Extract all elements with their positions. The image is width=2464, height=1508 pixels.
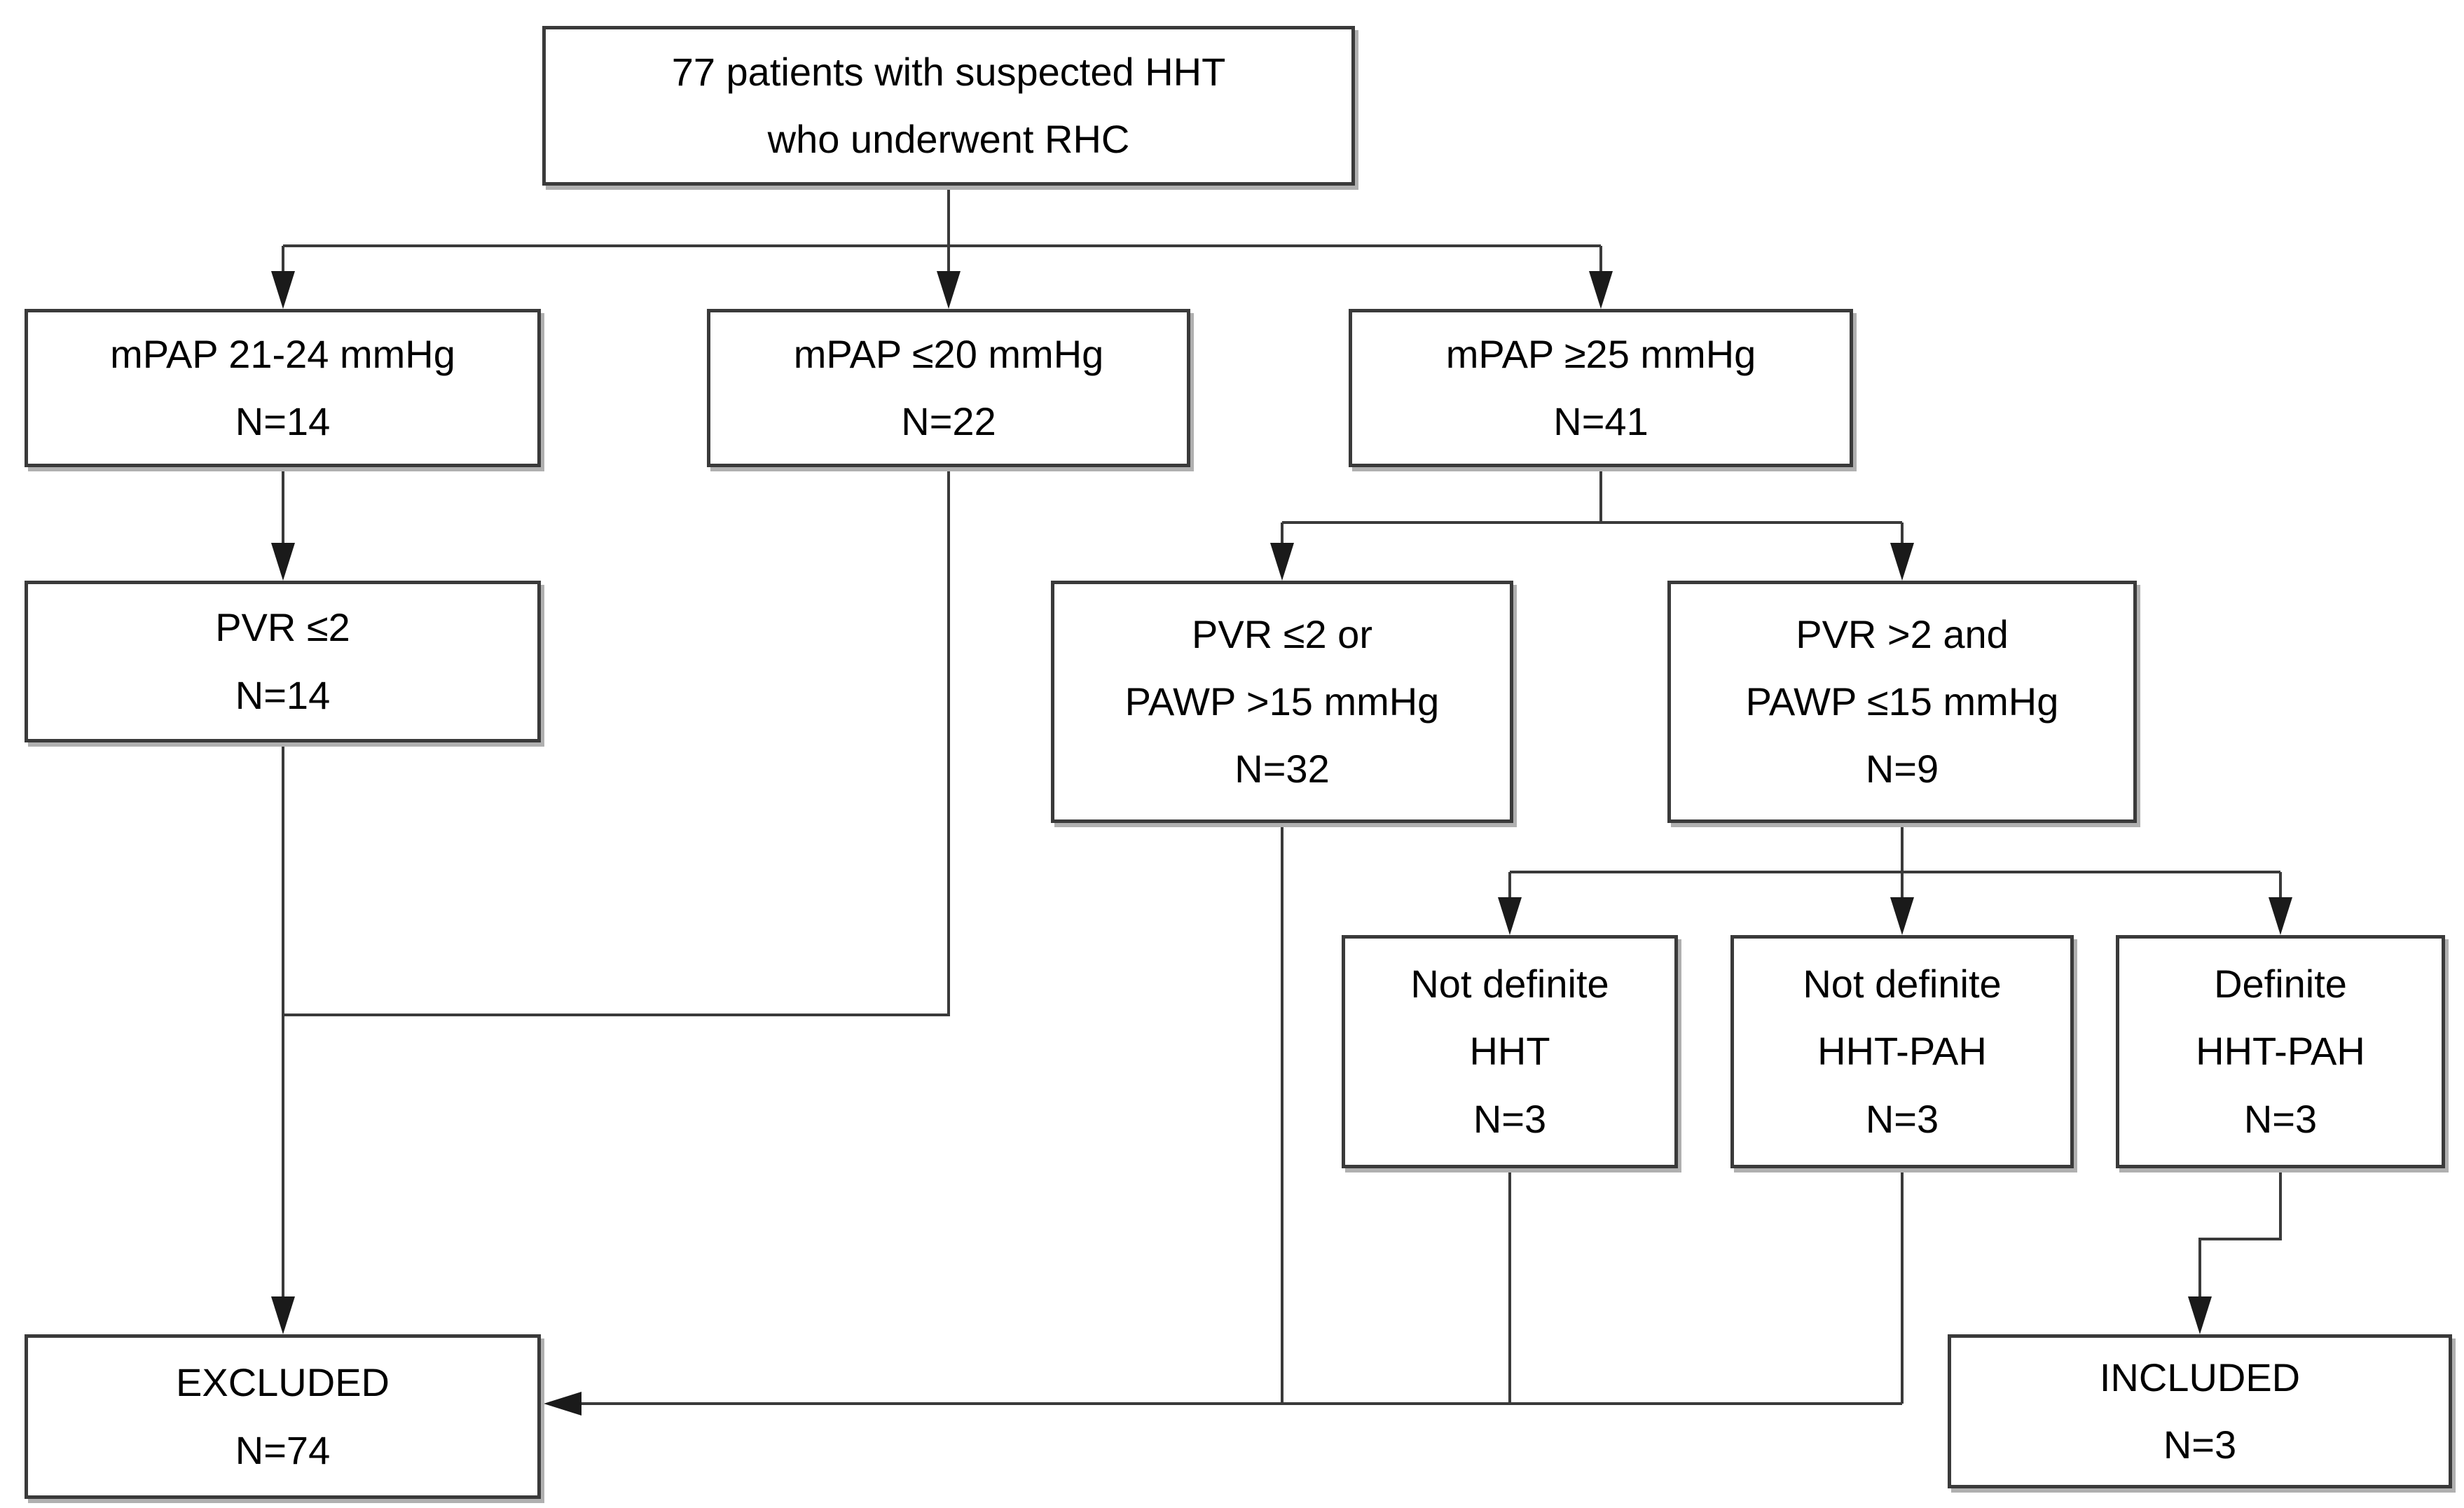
- node-pvr-le2-count: N=14: [235, 672, 331, 717]
- node-mpap-le20-line-1: mPAP ≤20 mmHg: [793, 331, 1104, 376]
- node-excluded-label: EXCLUDED: [176, 1360, 390, 1405]
- node-not-definite-hht-line-2: HHT: [1469, 1029, 1550, 1074]
- node-included-label: INCLUDED: [2099, 1355, 2301, 1399]
- node-excluded-count: N=74: [235, 1427, 331, 1472]
- arrowhead-not-definite-hht: [1498, 897, 1522, 935]
- arrowhead-excluded-top: [271, 1296, 295, 1334]
- arrowhead-pvr-le2-or-pawp: [1270, 543, 1294, 581]
- arrowhead-excluded-right: [544, 1392, 581, 1416]
- node-mpap-21-24-line-1: mPAP 21-24 mmHg: [110, 331, 455, 376]
- node-mpap-21-24-count: N=14: [235, 399, 331, 443]
- node-not-definite-hht-pah: Not definite HHT-PAH N=3: [1730, 935, 2074, 1168]
- node-definite-hht-pah: Definite HHT-PAH N=3: [2116, 935, 2445, 1168]
- node-mpap-ge25: mPAP ≥25 mmHg N=41: [1349, 309, 1853, 467]
- node-included: INCLUDED N=3: [1948, 1334, 2452, 1488]
- node-definite-hht-pah-line-1: Definite: [2214, 962, 2347, 1007]
- node-pvr-le2-or-pawp-gt15: PVR ≤2 or PAWP >15 mmHg N=32: [1051, 581, 1513, 823]
- node-pvr-gt2-and-pawp-le15-count: N=9: [1865, 747, 1939, 791]
- node-not-definite-hht-pah-line-1: Not definite: [1803, 962, 2002, 1007]
- node-pvr-gt2-and-pawp-le15-line-2: PAWP ≤15 mmHg: [1745, 679, 2059, 724]
- node-pvr-gt2-and-pawp-le15: PVR >2 and PAWP ≤15 mmHg N=9: [1667, 581, 2137, 823]
- node-mpap-le20: mPAP ≤20 mmHg N=22: [707, 309, 1190, 467]
- edge-definite-to-included: [2198, 1168, 2282, 1298]
- node-pvr-le2-or-pawp-gt15-count: N=32: [1234, 747, 1330, 791]
- node-definite-hht-pah-line-2: HHT-PAH: [2196, 1029, 2365, 1074]
- arrowhead-mpap-le20: [937, 271, 961, 309]
- node-not-definite-hht-pah-line-2: HHT-PAH: [1817, 1029, 1987, 1074]
- arrowhead-pvr-gt2-and-pawp: [1890, 543, 1914, 581]
- node-pvr-le2-or-pawp-gt15-line-1: PVR ≤2 or: [1192, 611, 1372, 656]
- node-top-suspected-hht: 77 patients with suspected HHT who under…: [542, 26, 1355, 186]
- node-top-line-2: who underwent RHC: [767, 117, 1130, 161]
- arrowhead-not-definite-hht-pah: [1890, 897, 1914, 935]
- edge-mpap20-to-excluded-join: [283, 467, 950, 1016]
- arrowhead-mpap-ge25: [1589, 271, 1613, 309]
- node-pvr-le2-or-pawp-gt15-line-2: PAWP >15 mmHg: [1124, 679, 1440, 724]
- node-not-definite-hht-line-1: Not definite: [1410, 962, 1609, 1007]
- node-pvr-le2: PVR ≤2 N=14: [25, 581, 541, 742]
- node-not-definite-hht-count: N=3: [1473, 1096, 1547, 1141]
- node-mpap-21-24: mPAP 21-24 mmHg N=14: [25, 309, 541, 467]
- node-not-definite-hht-pah-count: N=3: [1865, 1096, 1939, 1141]
- node-mpap-ge25-line-1: mPAP ≥25 mmHg: [1445, 331, 1756, 376]
- arrowhead-mpap-21-24: [271, 271, 295, 309]
- node-pvr-gt2-and-pawp-le15-line-1: PVR >2 and: [1796, 611, 2009, 656]
- node-top-line-1: 77 patients with suspected HHT: [671, 49, 1226, 94]
- node-definite-hht-pah-count: N=3: [2243, 1096, 2318, 1141]
- node-not-definite-hht: Not definite HHT N=3: [1342, 935, 1678, 1168]
- node-included-count: N=3: [2163, 1423, 2237, 1467]
- node-pvr-le2-line-1: PVR ≤2: [215, 605, 350, 650]
- arrowhead-definite-hht-pah: [2269, 897, 2292, 935]
- arrowhead-included-top: [2188, 1296, 2212, 1334]
- node-mpap-le20-count: N=22: [901, 399, 996, 443]
- node-excluded: EXCLUDED N=74: [25, 1334, 541, 1499]
- node-mpap-ge25-count: N=41: [1553, 399, 1649, 443]
- arrowhead-pvr-le2: [271, 543, 295, 581]
